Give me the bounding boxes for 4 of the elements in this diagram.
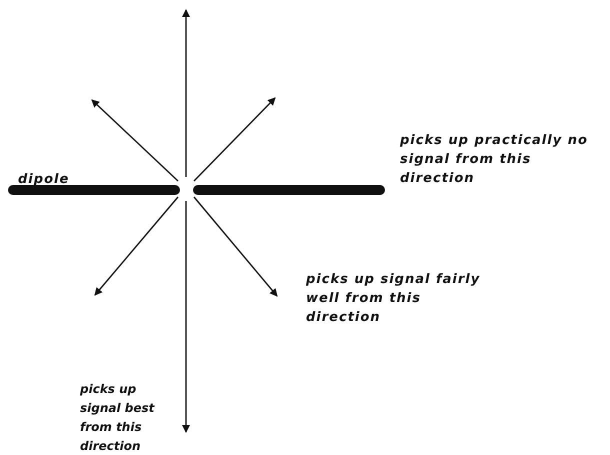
note-text: picks up signal best from this direction	[80, 381, 156, 455]
note-text: dipole	[18, 171, 70, 189]
note-text: picks up signal fairly well from this direction	[306, 271, 482, 327]
note-text: picks up practically no signal from this direction	[400, 132, 589, 188]
